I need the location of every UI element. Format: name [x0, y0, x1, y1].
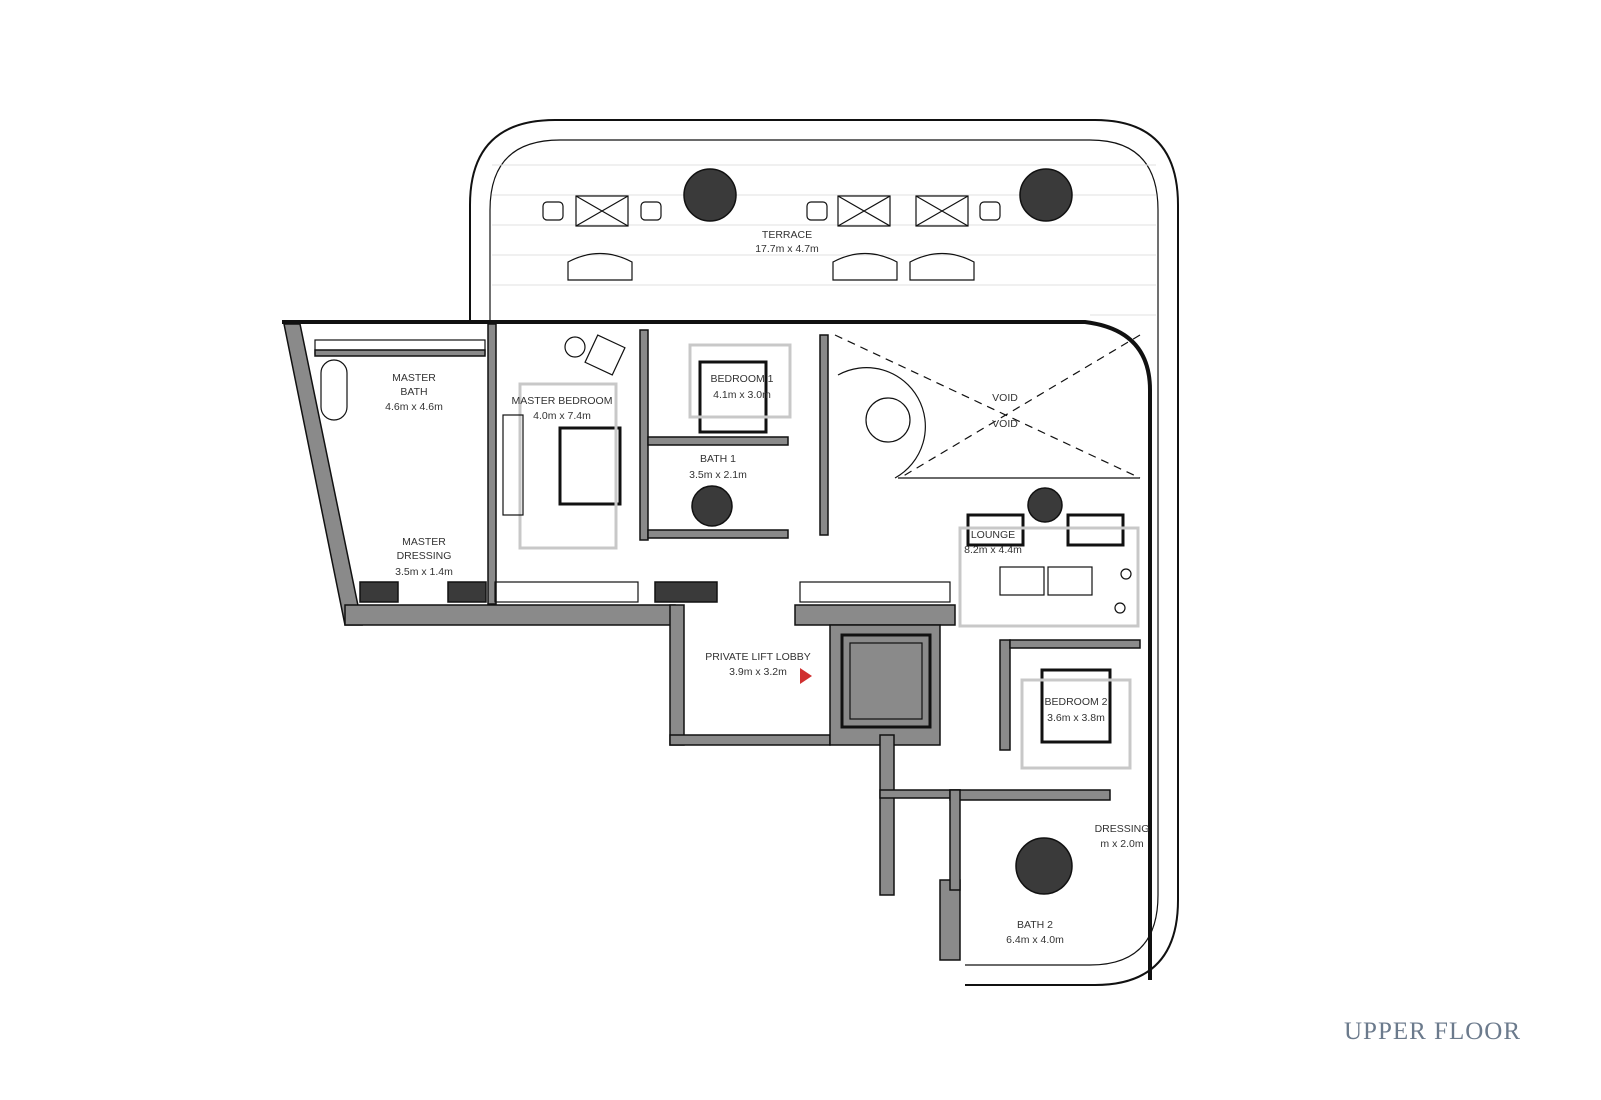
- walls: [282, 320, 1152, 980]
- room-name-lift-lobby: PRIVATE LIFT LOBBY: [705, 651, 811, 663]
- room-size-bath-1: 3.5m x 2.1m: [689, 469, 747, 481]
- room-name-master-bath: MASTER: [392, 372, 436, 384]
- room-labels: MASTER BATH 4.6m x 4.6m MASTER BEDROOM 4…: [385, 372, 1149, 946]
- furniture: [320, 334, 1141, 895]
- room-name-bath-1: BATH 1: [700, 453, 736, 465]
- room-size-bath-2: 6.4m x 4.0m: [1006, 934, 1064, 946]
- lift-marker-icon: [800, 668, 812, 684]
- room-name-master-bath-2: BATH: [400, 386, 427, 398]
- planter-icon: [683, 168, 737, 222]
- room-name-bath-2: BATH 2: [1017, 919, 1053, 931]
- room-name-master-dressing: MASTER: [402, 536, 446, 548]
- room-name-bedroom-2: BEDROOM 2: [1044, 696, 1107, 708]
- room-size-master-bath: 4.6m x 4.6m: [385, 401, 443, 413]
- room-name-lounge: LOUNGE: [971, 529, 1015, 541]
- room-size-dressing: m x 2.0m: [1100, 838, 1143, 850]
- room-name-dressing: DRESSING: [1095, 823, 1150, 835]
- room-name-void: VOID: [992, 392, 1018, 404]
- room-size-terrace: 17.7m x 4.7m: [755, 243, 819, 255]
- room-name-bedroom-1: BEDROOM 1: [710, 373, 773, 385]
- lift: [800, 633, 932, 729]
- planter-icon: [1019, 168, 1073, 222]
- room-size-bedroom-1: 4.1m x 3.0m: [713, 389, 771, 401]
- room-size-master-dressing: 3.5m x 1.4m: [395, 566, 453, 578]
- room-size-lift-lobby: 3.9m x 3.2m: [729, 666, 787, 678]
- room-size-bedroom-2: 3.6m x 3.8m: [1047, 712, 1105, 724]
- lounge-chair-icon: [542, 195, 1001, 281]
- room-name-master-bedroom: MASTER BEDROOM: [512, 395, 613, 407]
- room-name-void-2: VOID: [992, 418, 1018, 430]
- room-name-master-dressing-2: DRESSING: [397, 550, 452, 562]
- room-size-lounge: 8.2m x 4.4m: [964, 544, 1022, 556]
- room-name-terrace: TERRACE: [762, 229, 812, 241]
- floor-title: UPPER FLOOR: [1343, 1018, 1521, 1045]
- terrace: TERRACE 17.7m x 4.7m: [469, 119, 1179, 986]
- room-size-master-bedroom: 4.0m x 7.4m: [533, 410, 591, 422]
